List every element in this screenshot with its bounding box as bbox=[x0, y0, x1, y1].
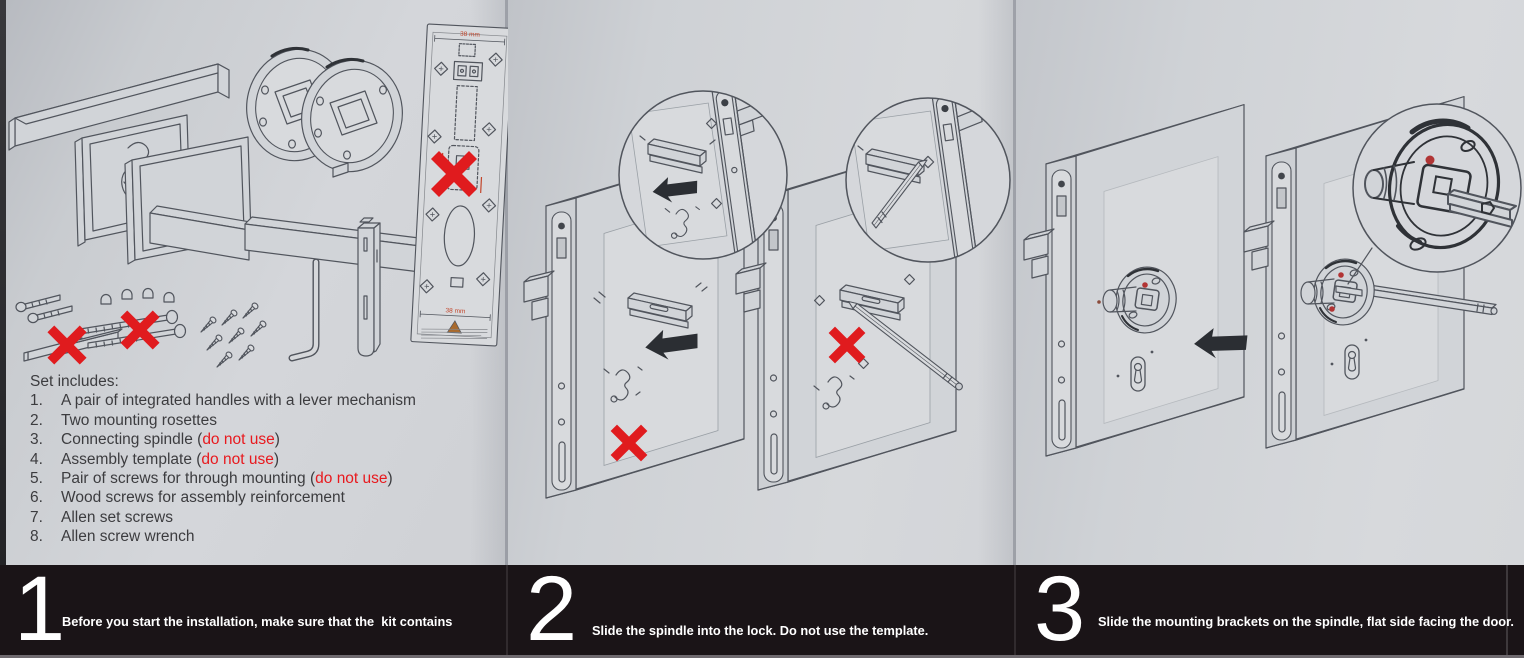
arrow-left-icon bbox=[645, 329, 698, 360]
fold-crease-1 bbox=[505, 0, 508, 565]
photo-bottom-edge bbox=[0, 655, 1524, 658]
step-number: 1 bbox=[14, 557, 66, 658]
step-text: Before you start the installation, make … bbox=[62, 614, 453, 629]
do-not-use-x-icon bbox=[47, 325, 87, 365]
door-illustration bbox=[1023, 104, 1248, 457]
latch-illustration bbox=[1023, 228, 1055, 279]
set-includes-list: Set includes: 1.A pair of integrated han… bbox=[30, 372, 492, 547]
step-text: Slide the mounting brackets on the spind… bbox=[1098, 614, 1514, 629]
step-bar-1: 1 Before you start the installation, mak… bbox=[0, 558, 508, 658]
keyhole-mark bbox=[603, 366, 643, 403]
magnifier-circle bbox=[1352, 103, 1522, 273]
red-hole-mark bbox=[1329, 306, 1335, 312]
bar-fold-seam bbox=[506, 565, 508, 658]
connecting-spindle-illustration bbox=[357, 217, 381, 357]
pencil-illustration bbox=[871, 159, 928, 229]
latch-illustration bbox=[735, 262, 767, 313]
step-number: 2 bbox=[526, 557, 578, 658]
keyhole-mark bbox=[813, 375, 855, 410]
red-hole-mark bbox=[1338, 272, 1344, 278]
photo-left-edge bbox=[0, 0, 6, 565]
step-number: 3 bbox=[1034, 557, 1086, 658]
template-dim-top: 38 mm bbox=[460, 31, 480, 39]
list-item: 6.Wood screws for assembly reinforcement bbox=[30, 489, 345, 507]
red-hole-mark bbox=[1425, 155, 1435, 165]
list-item: 1.A pair of integrated handles with a le… bbox=[30, 392, 416, 410]
panel-2-illustration bbox=[523, 90, 1011, 499]
mounting-bracket-illustration bbox=[1102, 266, 1177, 334]
template-screw-markers bbox=[419, 52, 503, 294]
keyhole-mark bbox=[1116, 350, 1154, 392]
arrow-left-icon bbox=[652, 177, 698, 203]
do-not-use-x-icon bbox=[828, 326, 866, 364]
arrow-left-icon bbox=[1194, 328, 1248, 359]
cap-nuts-illustration bbox=[100, 287, 175, 305]
keyhole-mark bbox=[664, 206, 700, 239]
fold-crease-2 bbox=[1013, 0, 1016, 565]
door-handle-set-illustration bbox=[8, 63, 428, 273]
template-dim-bottom: 38 mm bbox=[445, 307, 465, 315]
magnifier-circle bbox=[618, 90, 788, 260]
pencil-illustration bbox=[847, 300, 963, 391]
list-item: 8.Allen screw wrench bbox=[30, 528, 195, 546]
spindle-in-lock-illustration bbox=[593, 282, 708, 329]
wood-screws-illustration bbox=[200, 302, 267, 368]
rosette-front bbox=[301, 57, 403, 178]
bar-fold-seam bbox=[1014, 565, 1016, 658]
magnifier-circle bbox=[845, 97, 1011, 263]
list-item: 4.Assembly template (do not use) bbox=[30, 450, 279, 468]
machine-screws-illustration bbox=[15, 294, 73, 324]
step-bar-2: 2 Slide the spindle into the lock. Do no… bbox=[508, 558, 1016, 658]
latch-illustration bbox=[523, 270, 555, 321]
bar-fold-seam bbox=[1506, 565, 1508, 658]
mounting-rosettes-illustration bbox=[246, 46, 403, 178]
step-text: Slide the spindle into the lock. Do not … bbox=[592, 623, 929, 638]
list-item: 3.Connecting spindle (do not use) bbox=[30, 431, 280, 449]
allen-wrench-illustration bbox=[288, 258, 320, 362]
do-not-use-x-icon bbox=[610, 424, 648, 462]
fold-shadow-2 bbox=[978, 0, 1016, 565]
list-item: 5.Pair of screws for through mounting (d… bbox=[30, 470, 393, 488]
do-not-use-x-icon bbox=[120, 310, 160, 350]
red-hole-mark bbox=[1142, 282, 1148, 288]
list-item: 2.Two mounting rosettes bbox=[30, 411, 217, 429]
keyhole-mark bbox=[1330, 338, 1368, 380]
list-item: 7.Allen set screws bbox=[30, 508, 173, 526]
warning-triangle-icon bbox=[446, 320, 462, 334]
latch-illustration bbox=[1243, 220, 1275, 271]
panel-3-illustration bbox=[1023, 96, 1522, 457]
step-bar-3: 3 Slide the mounting brackets on the spi… bbox=[1016, 558, 1524, 658]
pencil-dot-mark bbox=[1097, 300, 1101, 304]
set-includes-title: Set includes: bbox=[30, 373, 119, 390]
do-not-use-x-icon bbox=[431, 151, 477, 197]
panel-1-illustration: 38 mm 38 mm bbox=[8, 23, 508, 368]
